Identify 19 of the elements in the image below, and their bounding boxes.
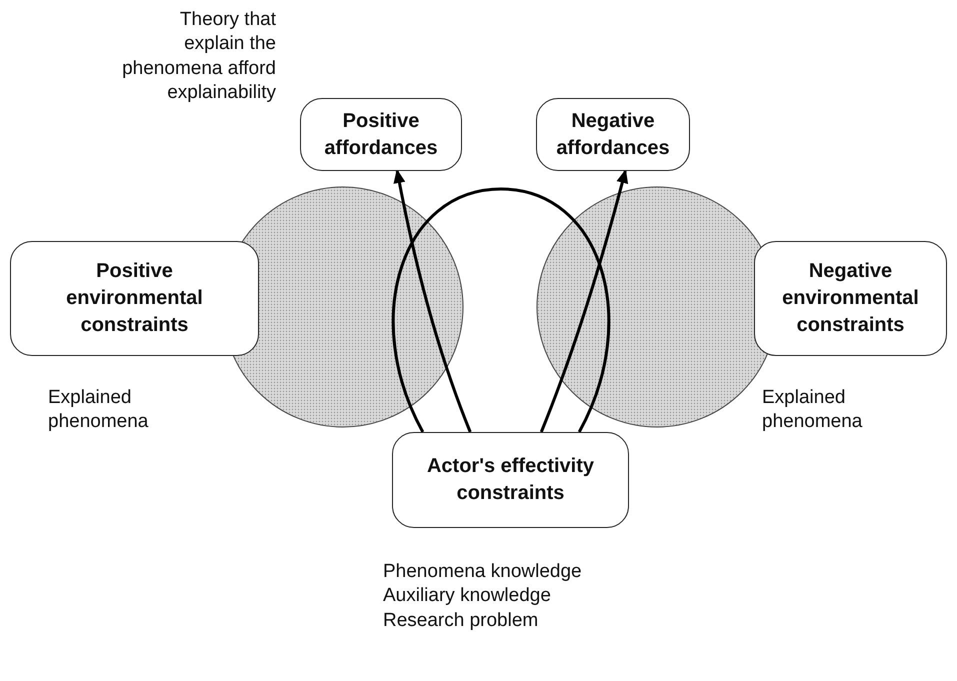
arrow xyxy=(394,169,472,433)
annotation-text: Explained phenomena xyxy=(762,386,864,434)
annotation-text: Theory that explain the phenomena afford explainability xyxy=(121,8,276,105)
annotation-text: Research problem xyxy=(383,608,540,633)
node-label: Actor's effectivity constraints xyxy=(426,454,596,506)
annotation-text: Phenomena knowledge xyxy=(383,560,583,584)
rounded-box xyxy=(10,241,259,356)
rounded-box xyxy=(536,98,690,171)
loop-line xyxy=(392,188,610,433)
rounded-box xyxy=(754,241,947,356)
node-label: Negative environmental constraints xyxy=(781,259,920,338)
node-label: Positive environmental constraints xyxy=(65,259,204,338)
rounded-box xyxy=(300,98,462,171)
annotation-text: Auxiliary knowledge xyxy=(383,584,552,608)
node-label: Negative affordances xyxy=(555,108,671,160)
rounded-box xyxy=(392,432,629,528)
annotation-text: Explained phenomena xyxy=(48,386,150,434)
node-label: Positive affordances xyxy=(323,108,439,160)
arrow xyxy=(540,169,628,433)
